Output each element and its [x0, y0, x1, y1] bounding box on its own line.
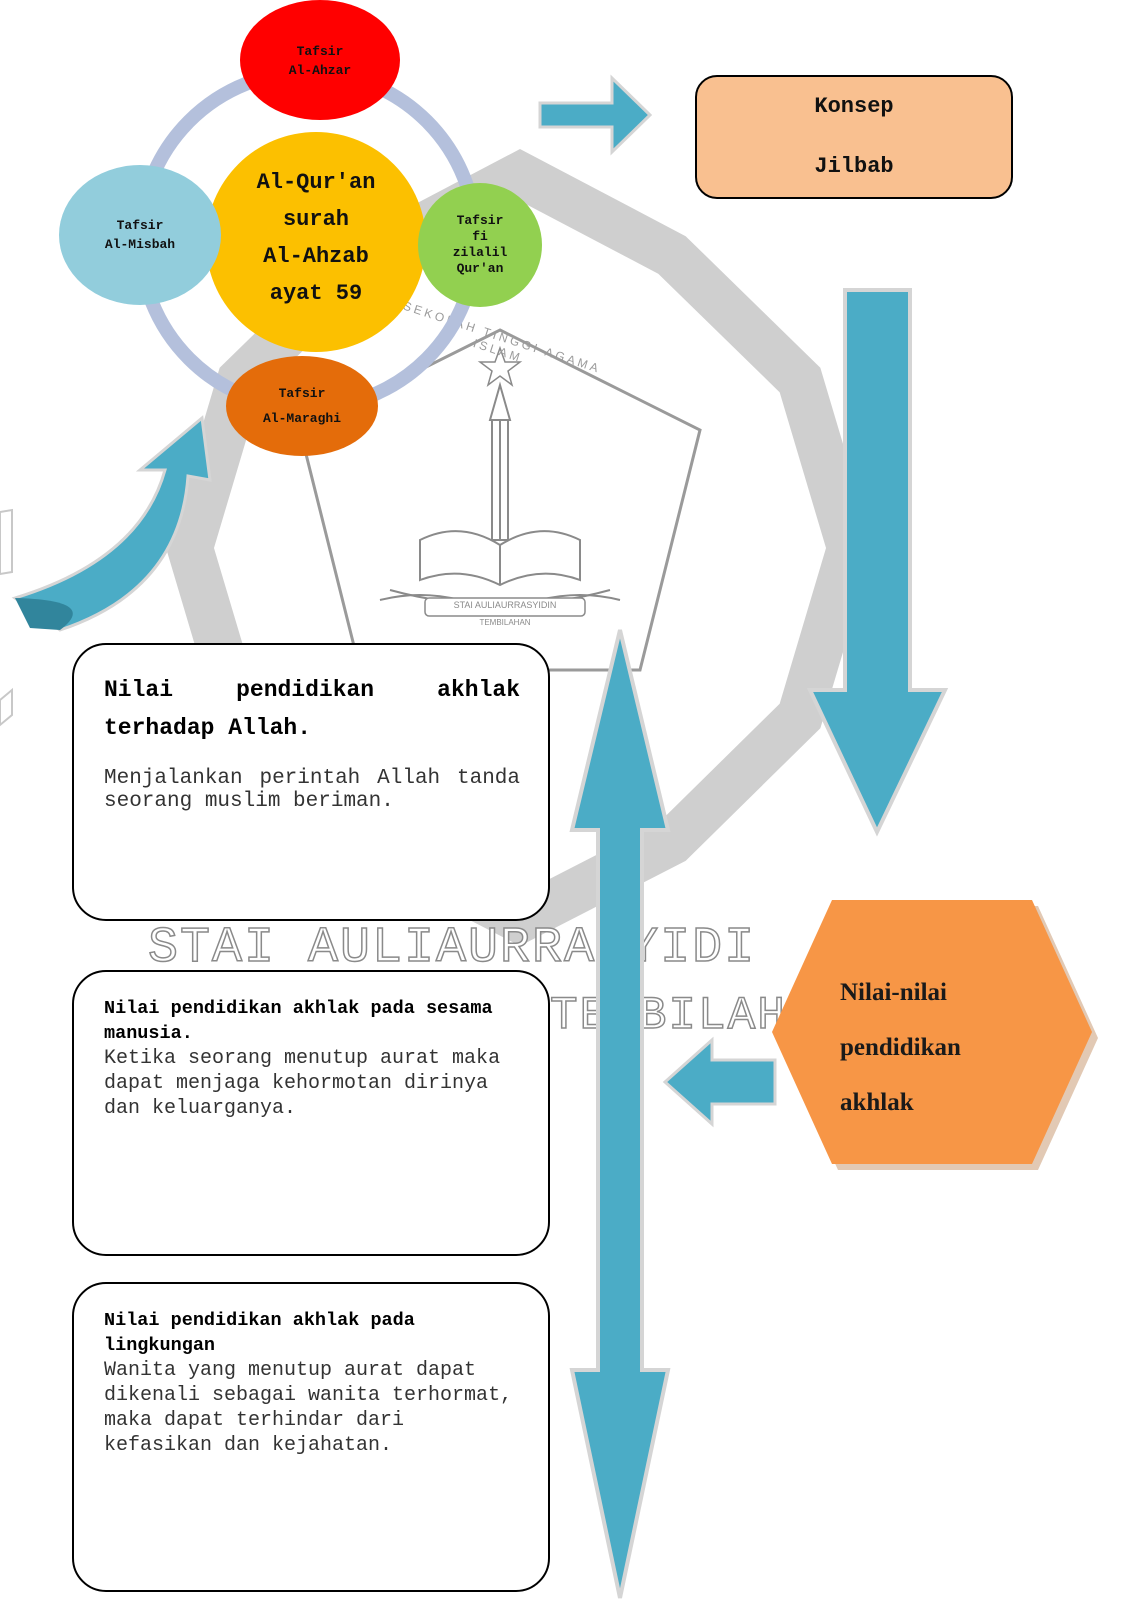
konsep-line-2: Jilbab: [814, 154, 894, 179]
tafsir-node-al-ahzar: Tafsir Al-Ahzar: [288, 44, 352, 78]
watermark-ribbon-subtext: TEMBILAHAN: [479, 618, 531, 627]
curved-arrow: [11, 415, 212, 632]
arrow-to-konsep: [538, 74, 653, 156]
nilai-hexagon-shape: [772, 900, 1098, 1170]
center-circle: [206, 132, 426, 352]
left-edge-shape-2: [0, 687, 13, 727]
watermark-book: [419, 530, 581, 587]
value-box-lingkungan-body: Wanita yang menutup aurat dapat dikenali…: [104, 1359, 513, 1457]
value-box-manusia-body: Ketika seorang menutup aurat maka dapat …: [104, 1047, 501, 1120]
nilai-hexagon-line-2: pendidikan: [840, 1034, 961, 1061]
value-box-manusia: Nilai pendidikan akhlak pada sesama manu…: [72, 970, 550, 1256]
value-box-lingkungan-title: Nilai pendidikan akhlak pada lingkungan: [104, 1310, 415, 1356]
tafsir-node-al-maraghi: Tafsir Al-Maraghi: [262, 386, 341, 426]
value-box-allah-title: Nilai pendidikan akhlak terhadap Allah.: [104, 677, 520, 741]
center-node-label: Al-Qur'an surah Al-Ahzab ayat 59: [256, 170, 376, 306]
arrow-vertical-double: [569, 629, 671, 1599]
tafsir-node-al-maraghi-shape: [226, 356, 378, 456]
watermark-ribbon: [424, 597, 586, 617]
tafsir-node-fi-zilalil: Tafsir fi zilalil Qur'an: [452, 213, 508, 276]
arrow-left-from-hexagon: [662, 1036, 777, 1128]
arrow-down-to-nilai: [806, 288, 949, 837]
value-box-manusia-title: Nilai pendidikan akhlak pada sesama manu…: [104, 998, 493, 1044]
watermark-title: STAI AULIAURRASYIDI: [147, 919, 757, 978]
nilai-hexagon-label: Nilai-nilai pendidikan akhlak: [840, 965, 1020, 1130]
watermark-minaret: [488, 381, 512, 541]
nilai-hexagon-line-3: akhlak: [840, 1089, 914, 1116]
tafsir-node-fi-zilalil-shape: [418, 183, 542, 307]
watermark-star-icon: [477, 345, 523, 387]
watermark-ribbon-text: STAI AULIAURRASYIDIN: [453, 600, 557, 610]
konsep-jilbab-box: Konsep Jilbab: [695, 75, 1013, 199]
value-box-allah-body: Menjalankan perintah Allah tanda seorang…: [104, 767, 520, 813]
nilai-hexagon-line-1: Nilai-nilai: [840, 979, 947, 1006]
tafsir-node-al-misbah: Tafsir Al-Misbah: [104, 218, 176, 252]
left-edge-shape-1: [0, 508, 13, 576]
value-box-lingkungan: Nilai pendidikan akhlak pada lingkungan …: [72, 1282, 550, 1592]
value-box-allah: Nilai pendidikan akhlak terhadap Allah. …: [72, 643, 550, 921]
konsep-line-1: Konsep: [814, 94, 894, 119]
tafsir-node-al-misbah-shape: [59, 165, 221, 305]
tafsir-node-al-ahzar-shape: [240, 0, 400, 120]
